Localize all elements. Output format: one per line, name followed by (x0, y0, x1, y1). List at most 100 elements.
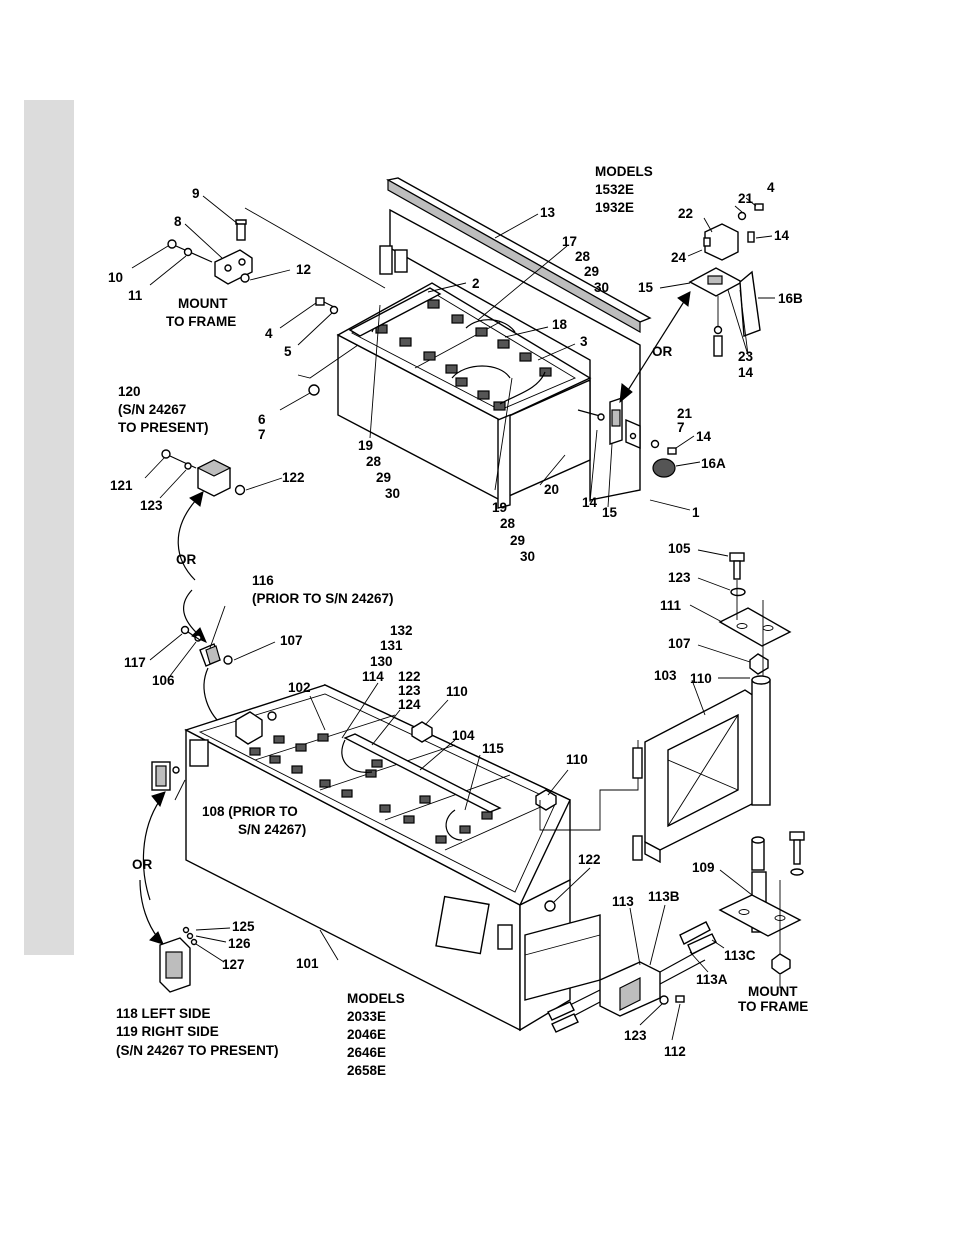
callout-29-b: 29 (376, 470, 391, 485)
callout-15-b: 15 (638, 280, 654, 295)
callout-109: 109 (692, 860, 715, 875)
callout-10: 10 (108, 270, 123, 285)
callout-8: 8 (174, 214, 182, 229)
mount-to-frame-lower-2: TO FRAME (738, 999, 808, 1014)
upper-battery-tray (336, 177, 652, 509)
lower-battery-tray (184, 683, 601, 1032)
variant-108-line-2: S/N 24267) (238, 822, 306, 837)
model-2646e: 2646E (347, 1045, 386, 1060)
variant-108-line-1: 108 (PRIOR TO (202, 804, 298, 819)
variant-118-line-1: 118 LEFT SIDE (116, 1006, 211, 1021)
model-2046e: 2046E (347, 1027, 386, 1042)
callout-110-a: 110 (446, 684, 468, 699)
callout-104: 104 (452, 728, 475, 743)
variant-120-block (144, 449, 283, 499)
callout-101: 101 (296, 956, 319, 971)
callout-18: 18 (552, 317, 568, 332)
variant-118-line-3: (S/N 24267 TO PRESENT) (116, 1043, 279, 1058)
callout-29-a: 29 (584, 264, 599, 279)
callout-14-c: 14 (774, 228, 790, 243)
callout-5: 5 (284, 344, 292, 359)
callout-29-c: 29 (510, 533, 525, 548)
mount-bracket-upper (131, 195, 386, 289)
callout-16a: 16A (701, 456, 726, 471)
models-heading-lower: MODELS (347, 991, 405, 1006)
callout-30-c: 30 (520, 549, 535, 564)
callout-6: 6 (258, 412, 266, 427)
callout-16b: 16B (778, 291, 803, 306)
callout-4-right: 4 (767, 180, 775, 195)
model-2658e: 2658E (347, 1063, 386, 1078)
callout-19-a: 19 (358, 438, 373, 453)
variant-116-line-2: (PRIOR TO S/N 24267) (252, 591, 394, 606)
or-label-lower-2: OR (132, 857, 153, 872)
callout-12: 12 (296, 262, 311, 277)
callout-110-b: 110 (566, 752, 588, 767)
model-1932e: 1932E (595, 200, 634, 215)
callout-17: 17 (562, 234, 577, 249)
callout-7-left: 7 (258, 427, 266, 442)
models-heading-upper: MODELS (595, 164, 653, 179)
clip-108 (151, 761, 180, 791)
callout-121: 121 (110, 478, 133, 493)
callout-13: 13 (540, 205, 556, 220)
fasteners-upper-left (279, 297, 359, 411)
callout-21-a: 21 (677, 406, 693, 421)
callout-131: 131 (380, 638, 403, 653)
callout-14-a: 14 (582, 495, 598, 510)
page-margin-strip (24, 100, 74, 955)
callout-28-c: 28 (500, 516, 516, 531)
callout-122-b: 122 (398, 669, 421, 684)
callout-126: 126 (228, 936, 251, 951)
mount-to-frame-upper-1: MOUNT (178, 296, 228, 311)
leaders-upper (369, 213, 691, 511)
callout-125: 125 (232, 919, 255, 934)
leaders-lower (174, 682, 639, 961)
variant-120-line-3: TO PRESENT) (118, 420, 209, 435)
connector-113 (547, 904, 725, 1041)
mount-plate-upper-hardware (689, 549, 792, 676)
callout-115: 115 (482, 741, 504, 756)
mount-to-frame-upper-2: TO FRAME (166, 314, 236, 329)
callout-30-a: 30 (594, 280, 609, 295)
callout-23: 23 (738, 349, 754, 364)
callout-111: 111 (660, 598, 682, 613)
callout-14-b: 14 (696, 429, 712, 444)
callout-114: 114 (362, 669, 384, 684)
callout-21-b: 21 (738, 191, 754, 206)
callout-113b: 113B (648, 889, 680, 904)
callout-103: 103 (654, 668, 677, 683)
callout-7-right: 7 (677, 420, 685, 435)
callout-123-d: 123 (624, 1028, 647, 1043)
callout-28-b: 28 (366, 454, 382, 469)
callout-30-b: 30 (385, 486, 400, 501)
callout-9: 9 (192, 186, 200, 201)
mount-plate-lower-109 (718, 831, 805, 988)
callout-24: 24 (671, 250, 687, 265)
callout-107-a: 107 (280, 633, 303, 648)
callout-122-a: 122 (282, 470, 305, 485)
callout-106: 106 (152, 673, 175, 688)
callout-102: 102 (288, 680, 311, 695)
callout-28-a: 28 (575, 249, 591, 264)
callout-19-b: 19 (492, 500, 507, 515)
variant-116-line-1: 116 (252, 573, 274, 588)
callout-132: 132 (390, 623, 413, 638)
model-1532e: 1532E (595, 182, 634, 197)
model-2033e: 2033E (347, 1009, 386, 1024)
callout-123-a: 123 (140, 498, 163, 513)
callout-130: 130 (370, 654, 393, 669)
callout-105: 105 (668, 541, 691, 556)
callout-123-c: 123 (668, 570, 691, 585)
callout-112: 112 (664, 1044, 686, 1059)
latch-assembly-16b (659, 197, 775, 357)
callout-22: 22 (678, 206, 693, 221)
clip-118-119 (159, 926, 231, 993)
or-arrows-left (139, 491, 233, 945)
frame-103 (632, 675, 771, 864)
latch-hardware-upper (577, 397, 701, 508)
callout-110-c: 110 (690, 671, 712, 686)
callout-4-left: 4 (265, 326, 273, 341)
